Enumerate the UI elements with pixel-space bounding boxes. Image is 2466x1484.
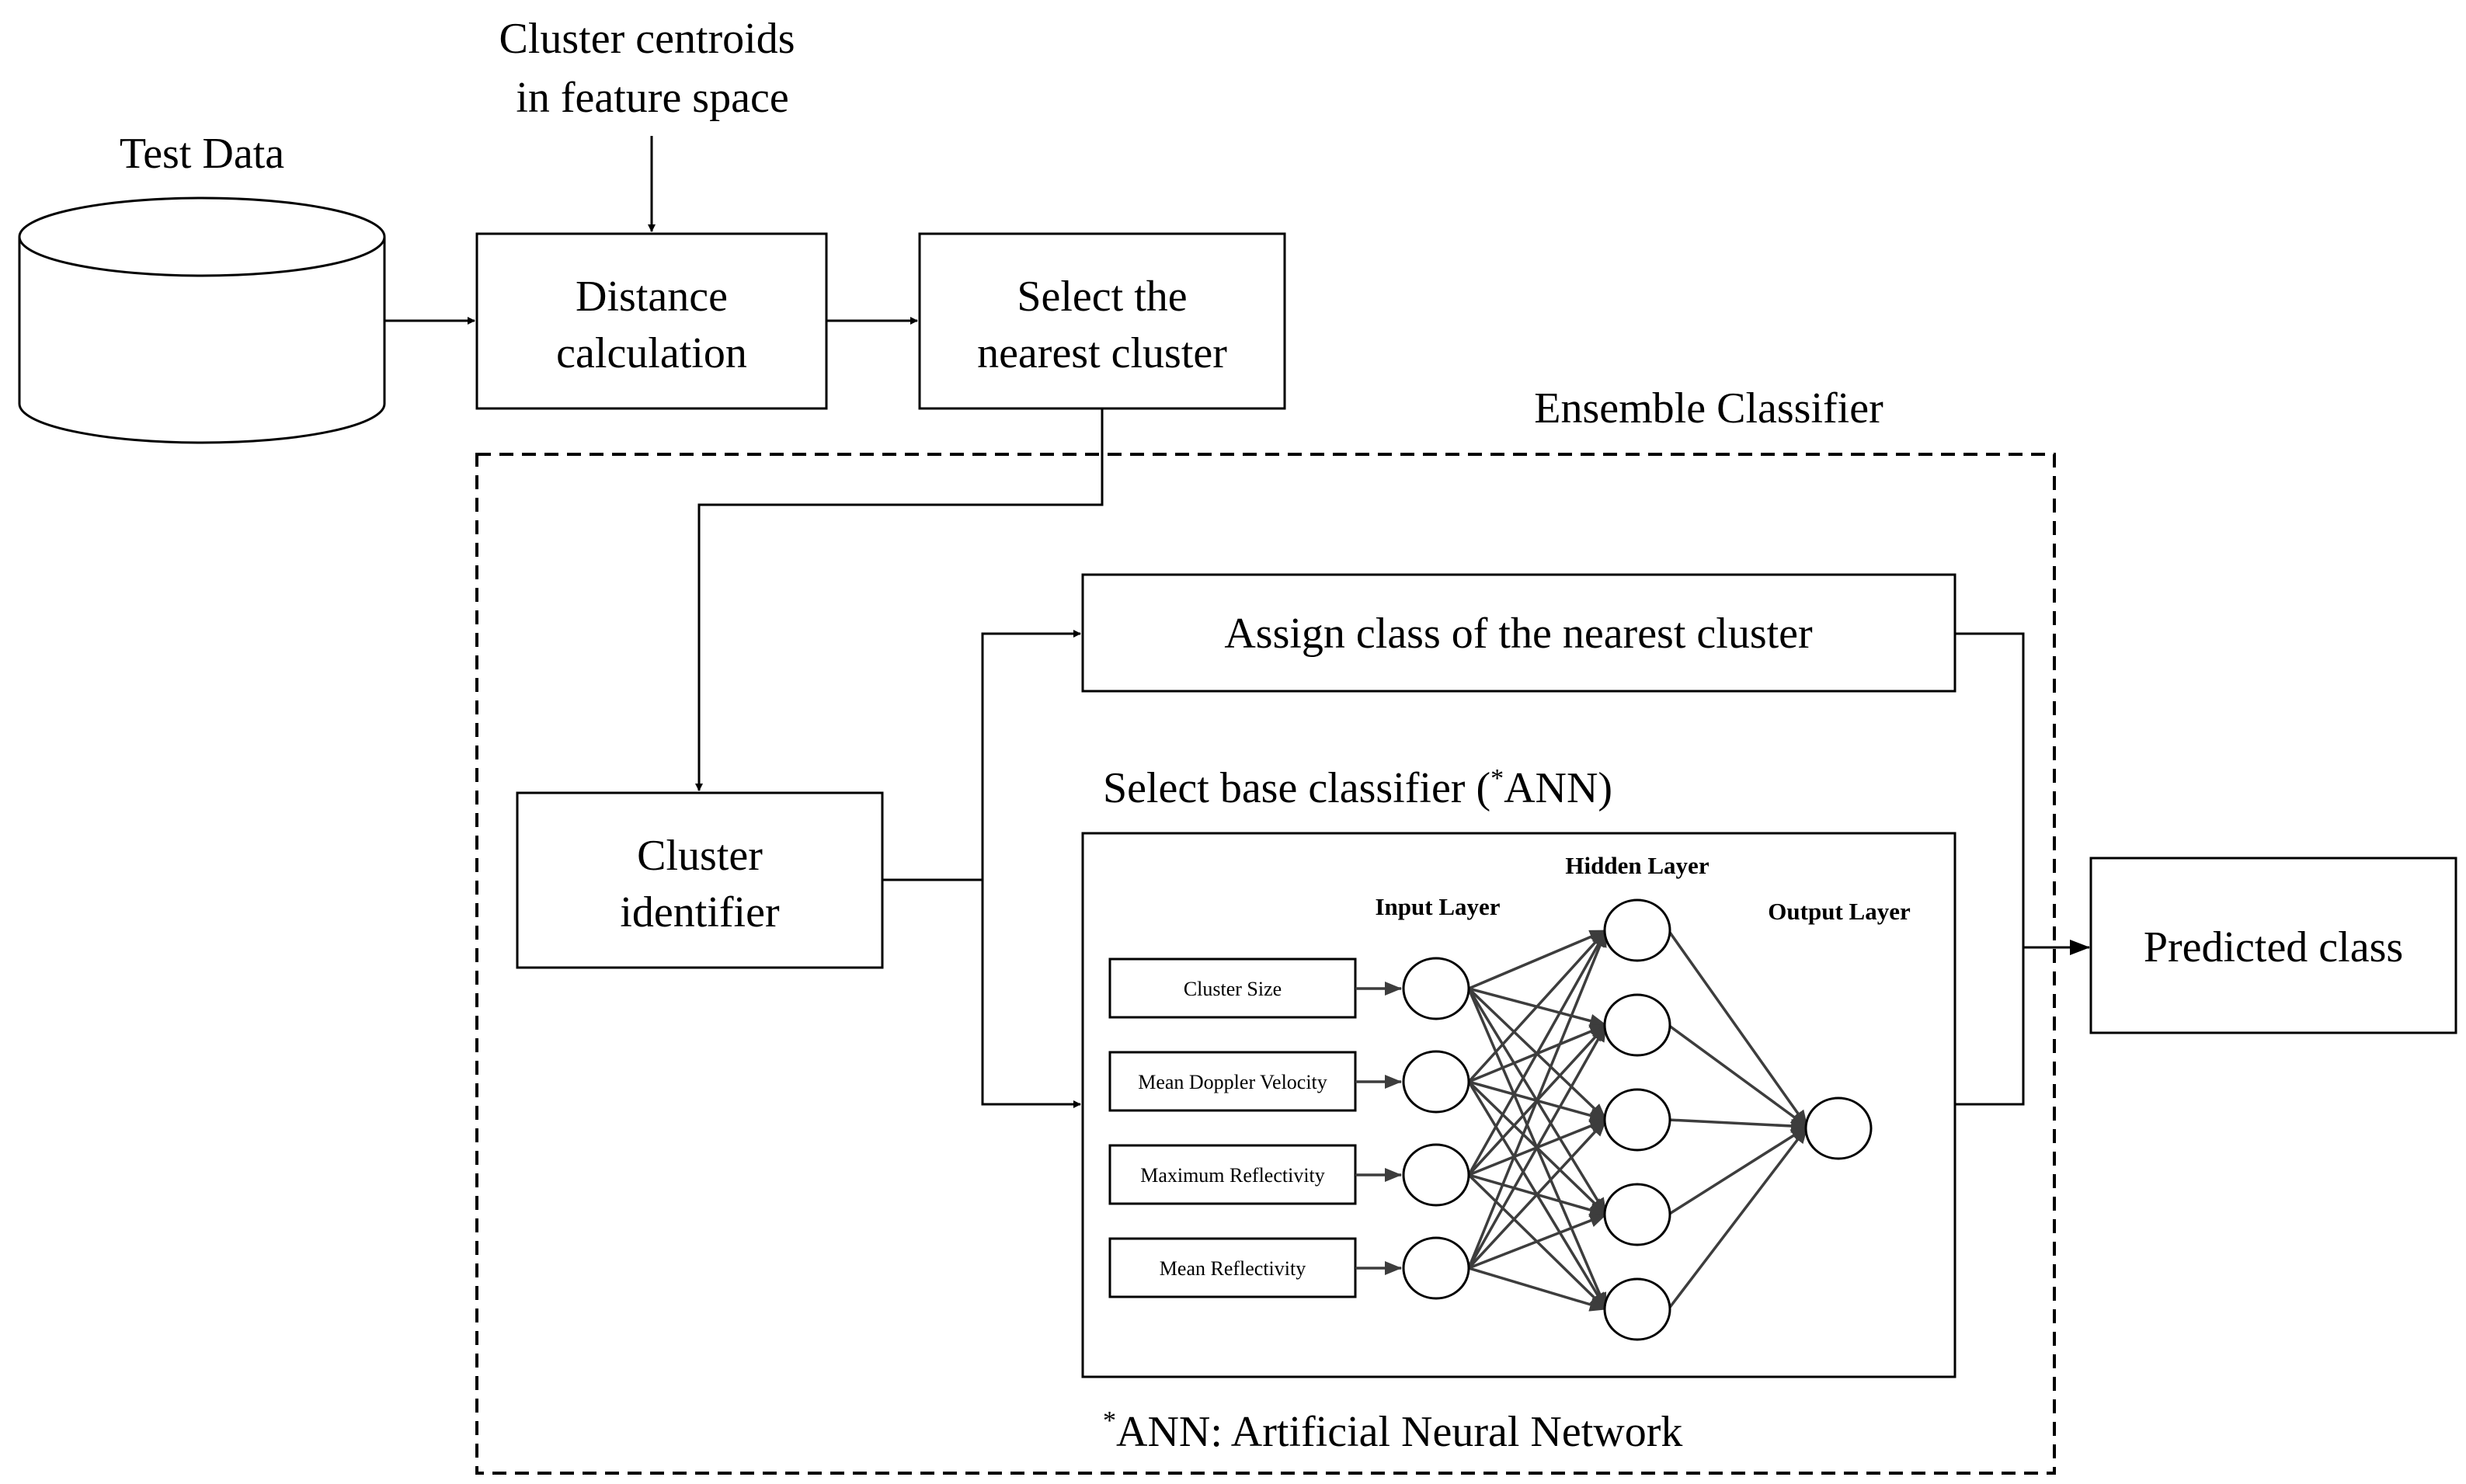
input-neuron-3 (1402, 1143, 1470, 1207)
select-nearest-cluster-label-line1: Select the (1017, 273, 1187, 321)
feature-label-mean-doppler-velocity: Mean Doppler Velocity (1138, 1071, 1327, 1093)
ann-footnote: *ANN: Artificial Neural Network (1103, 1406, 1682, 1456)
connection-hidden3-output (1668, 1118, 1808, 1133)
test-data-label: Test Data (120, 130, 284, 178)
connection-input4-hidden5 (1468, 1267, 1607, 1312)
output-neuron (1804, 1096, 1873, 1160)
cluster-identifier-label-line2: identifier (620, 888, 780, 937)
arrow-select-to-cluster-identifier (695, 408, 1104, 791)
hidden-neuron-1 (1603, 898, 1671, 962)
connector-ann-to-merge (1955, 947, 2025, 1106)
connection-hidden5-output (1667, 1125, 1809, 1311)
connection-input4-hidden3 (1467, 1118, 1608, 1270)
cluster-centroids-label-line2: in feature space (516, 74, 788, 122)
test-data-cylinder (18, 196, 386, 444)
output-layer-label: Output Layer (1768, 898, 1911, 925)
connector-assign-to-merge (1955, 632, 2025, 947)
input-neuron-2 (1402, 1050, 1470, 1114)
assign-class-label: Assign class of the nearest cluster (1224, 610, 1813, 658)
cluster-identifier-box (516, 791, 884, 969)
connection-hidden2-output (1667, 1024, 1809, 1128)
hidden-neuron-4 (1603, 1183, 1671, 1246)
cluster-centroids-label-line1: Cluster centroids (499, 15, 795, 63)
ensemble-classifier-region (475, 453, 2056, 1475)
connection-hidden4-output (1668, 1125, 1808, 1216)
feature-box-cluster-size (1108, 957, 1357, 1019)
arrow-to-base-classifier (981, 880, 1081, 1108)
cluster-identifier-label-line1: Cluster (637, 832, 763, 880)
distance-calculation-label-line2: calculation (556, 329, 747, 377)
feature-box-mean-doppler-velocity (1108, 1051, 1357, 1112)
connection-input1-hidden1 (1468, 929, 1607, 990)
connection-hidden1-output (1667, 929, 1809, 1128)
hidden-neuron-3 (1603, 1088, 1671, 1152)
select-nearest-cluster-box (918, 232, 1286, 410)
predicted-class-label: Predicted class (2144, 923, 2403, 971)
connection-input2-hidden1 (1467, 929, 1608, 1083)
arrow-to-assign-class (981, 630, 1081, 880)
assign-class-box (1081, 573, 1956, 693)
distance-calculation-label-line1: Distance (576, 273, 728, 321)
feature-box-maximum-reflectivity (1108, 1144, 1357, 1205)
ensemble-classifier-label: Ensemble Classifier (1534, 384, 1883, 433)
feature-label-mean-reflectivity: Mean Reflectivity (1160, 1257, 1306, 1280)
input-layer-label: Input Layer (1375, 893, 1500, 920)
feature-label-cluster-size: Cluster Size (1184, 978, 1282, 1000)
input-neuron-4 (1402, 1236, 1470, 1300)
hidden-neuron-2 (1603, 993, 1671, 1057)
base-classifier-label: Select base classifier (*ANN) (1103, 764, 1612, 812)
select-nearest-cluster-label-line2: nearest cluster (977, 329, 1227, 377)
hidden-neuron-5 (1603, 1277, 1671, 1341)
connection-input4-hidden1 (1467, 930, 1608, 1269)
feature-box-mean-reflectivity (1108, 1237, 1357, 1298)
input-neuron-1 (1402, 957, 1470, 1020)
hidden-layer-label: Hidden Layer (1565, 852, 1709, 879)
connection-input4-hidden4 (1468, 1213, 1607, 1270)
connection-input3-hidden1 (1467, 930, 1608, 1176)
connection-input4-hidden2 (1467, 1024, 1608, 1269)
feature-label-maximum-reflectivity: Maximum Reflectivity (1140, 1164, 1325, 1187)
distance-calculation-box (475, 232, 828, 410)
predicted-class-box (2089, 857, 2457, 1034)
